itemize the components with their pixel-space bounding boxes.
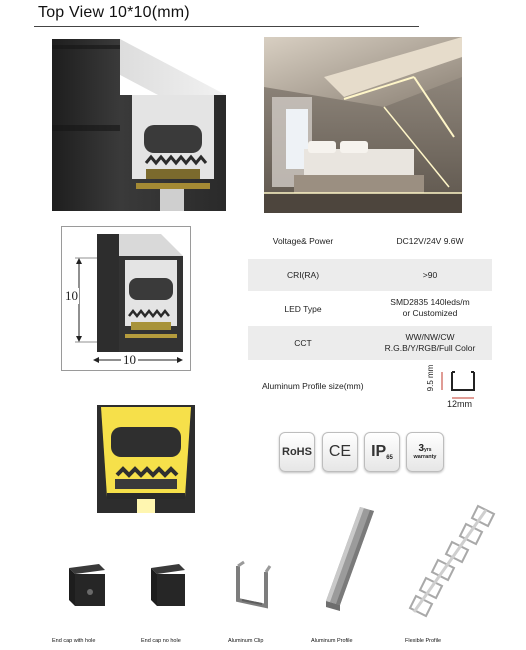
- profile-size-diagram: [441, 371, 475, 399]
- warranty-years: 3: [418, 443, 425, 454]
- spec-value: SMD2835 140leds/m or Customized: [368, 297, 492, 318]
- warranty-years-unit: yrs: [424, 447, 432, 453]
- accessory-label-aluminum-clip: Aluminum Clip: [228, 638, 264, 644]
- led-glow-cross-section: [97, 405, 195, 513]
- warranty-badge: 3yrs warranty: [406, 432, 444, 472]
- page-title: Top View 10*10(mm): [38, 4, 190, 21]
- warranty-years-row: 3yrs: [418, 444, 431, 454]
- accessory-label-end-cap-no-hole: End cap no hole: [141, 638, 181, 644]
- aluminum-clip-image: [236, 560, 272, 609]
- title-underline: [34, 26, 419, 27]
- spec-row-led-type: LED Type SMD2835 140leds/m or Customized: [248, 292, 492, 324]
- ce-text: CE: [328, 443, 352, 460]
- profile-width-label: 12mm: [447, 399, 473, 409]
- spec-value: >90: [422, 270, 438, 280]
- spec-value-line: WW/NW/CW: [405, 332, 455, 342]
- spec-row-voltage: Voltage& Power DC12V/24V 9.6W: [248, 227, 492, 259]
- profile-size-label: Aluminum Profile size(mm): [262, 381, 364, 391]
- spec-label: CRI(RA): [286, 270, 320, 280]
- spec-value-line: or Customized: [402, 307, 458, 318]
- spec-label: LED Type: [284, 304, 322, 314]
- accessory-label-aluminum-profile: Aluminum Profile: [311, 638, 353, 644]
- rohs-badge: RoHS: [279, 432, 315, 472]
- aluminum-profile-image: [326, 507, 374, 611]
- end-cap-no-hole-image: [151, 564, 185, 606]
- accessory-label-flexible-profile: Flexible Profile: [405, 638, 442, 644]
- flexible-profile-image: [408, 504, 496, 618]
- end-cap-with-hole-image: [69, 564, 105, 606]
- width-dimension-label: 10: [121, 352, 138, 368]
- spec-value: DC12V/24V 9.6W: [396, 236, 464, 246]
- spec-value-line: SMD2835 140leds/m: [390, 297, 470, 307]
- ce-badge: CE: [322, 432, 358, 472]
- bedroom-application-photo: [264, 37, 462, 213]
- ip-text: IP: [371, 443, 387, 460]
- rohs-text: RoHS: [282, 446, 312, 458]
- spec-row-cct: CCT WW/NW/CW R.G.B/Y/RGB/Full Color: [248, 326, 492, 360]
- spec-label: Voltage& Power: [272, 236, 334, 246]
- spec-row-cri: CRI(RA) >90: [248, 259, 492, 291]
- spec-value-line: R.G.B/Y/RGB/Full Color: [384, 342, 476, 353]
- spec-label: CCT: [294, 338, 312, 348]
- warranty-text: warranty: [413, 454, 437, 460]
- ip-rating-text: 65: [386, 455, 393, 461]
- height-dimension-label: 10: [64, 288, 79, 304]
- profile-3d-render: [52, 39, 226, 211]
- accessory-label-end-cap-with-hole: End cap with hole: [52, 638, 96, 644]
- profile-height-label: 9.5 mm: [426, 364, 435, 392]
- ip65-badge: IP 65: [364, 432, 400, 472]
- profile-dimension-drawing: [61, 226, 191, 371]
- spec-value: WW/NW/CW R.G.B/Y/RGB/Full Color: [368, 332, 492, 353]
